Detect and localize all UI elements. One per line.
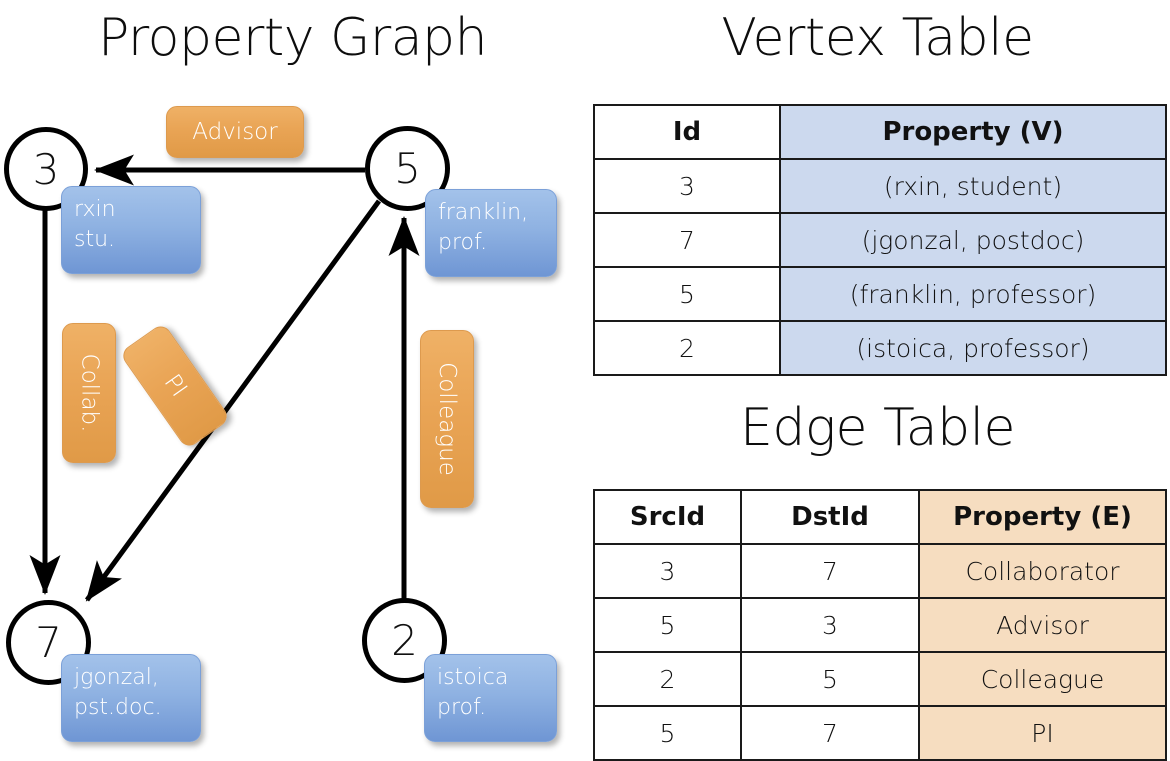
edge-row-2-dst: 5: [740, 651, 920, 707]
edge-row-1-property: Advisor: [918, 597, 1167, 653]
edge-row-2-src: 2: [593, 651, 742, 707]
node-property-box-jgonzal: jgonzal, pst.doc.: [61, 654, 201, 742]
vertex-row-1-id: 7: [593, 212, 781, 268]
vertex-table-header-property: Property (V): [779, 104, 1167, 160]
table-row: 3 (rxin, student): [593, 158, 1167, 214]
graph-node-2[interactable]: 2: [362, 598, 447, 683]
node-property-franklin-line1: franklin,: [438, 200, 529, 225]
node-property-jgonzal-line1: jgonzal,: [74, 665, 159, 690]
table-row: 2 5 Colleague: [593, 651, 1167, 707]
vertex-row-2-property: (franklin, professor): [779, 266, 1167, 322]
node-property-franklin-line2: prof.: [438, 229, 488, 255]
graph-node-3-id: 3: [32, 144, 60, 194]
node-property-jgonzal-line2: pst.doc.: [74, 694, 162, 720]
vertex-table-header-row: Id Property (V): [593, 104, 1167, 160]
edge-5-to-7: [84, 199, 382, 602]
edge-label-colleague-text: Colleague: [434, 362, 460, 476]
table-row: 5 7 PI: [593, 705, 1167, 761]
table-row: 2 (istoica, professor): [593, 320, 1167, 376]
page-title-property-graph: Property Graph: [97, 8, 488, 68]
edge-label-advisor: Advisor: [166, 106, 304, 158]
vertex-row-3-property: (istoica, professor): [779, 320, 1167, 376]
vertex-row-0-property: (rxin, student): [779, 158, 1167, 214]
node-property-box-rxin: rxin stu.: [61, 186, 201, 274]
table-row: 7 (jgonzal, postdoc): [593, 212, 1167, 268]
edge-row-1-src: 5: [593, 597, 742, 653]
node-property-istoica-line1: istoica: [437, 665, 509, 690]
node-property-rxin-line1: rxin: [74, 197, 116, 222]
edge-row-1-dst: 3: [740, 597, 920, 653]
edge-table-header-srcid: SrcId: [593, 489, 742, 545]
page-title-vertex-table: Vertex Table: [721, 8, 1034, 68]
edge-table-header-property: Property (E): [918, 489, 1167, 545]
graph-node-5-id: 5: [394, 144, 421, 193]
vertex-row-0-id: 3: [593, 158, 781, 214]
edge-row-3-property: PI: [918, 705, 1167, 761]
node-property-box-istoica: istoica prof.: [424, 654, 557, 742]
vertex-table: Id Property (V) 3 (rxin, student) 7 (jgo…: [593, 104, 1167, 376]
graph-edges-canvas: [29, 154, 420, 602]
edge-label-collab: Collab.: [62, 323, 116, 463]
edge-label-colleague: Colleague: [420, 330, 474, 508]
edge-row-3-dst: 7: [740, 705, 920, 761]
table-row: 5 3 Advisor: [593, 597, 1167, 653]
table-row: 5 (franklin, professor): [593, 266, 1167, 322]
vertex-row-3-id: 2: [593, 320, 781, 376]
edge-row-0-src: 3: [593, 543, 742, 599]
node-property-box-franklin: franklin, prof.: [425, 189, 557, 277]
page-title-edge-table: Edge Table: [739, 398, 1016, 458]
graph-node-2-id: 2: [391, 616, 418, 665]
vertex-table-header-id: Id: [593, 104, 781, 160]
edge-table-header-row: SrcId DstId Property (E): [593, 489, 1167, 545]
edge-row-2-property: Colleague: [918, 651, 1167, 707]
edge-label-collab-text: Collab.: [76, 353, 103, 433]
edge-row-3-src: 5: [593, 705, 742, 761]
graph-node-5[interactable]: 5: [365, 126, 450, 211]
edge-table: SrcId DstId Property (E) 3 7 Collaborato…: [593, 489, 1167, 761]
edge-label-pi-text: PI: [158, 370, 192, 402]
node-property-istoica-line2: prof.: [437, 694, 487, 720]
graph-node-7-id: 7: [35, 618, 62, 667]
edge-row-0-dst: 7: [740, 543, 920, 599]
table-row: 3 7 Collaborator: [593, 543, 1167, 599]
vertex-row-1-property: (jgonzal, postdoc): [779, 212, 1167, 268]
node-property-rxin-line2: stu.: [74, 226, 116, 252]
edge-row-0-property: Collaborator: [918, 543, 1167, 599]
vertex-row-2-id: 5: [593, 266, 781, 322]
edge-label-advisor-text: Advisor: [192, 119, 278, 145]
edge-table-header-dstid: DstId: [740, 489, 920, 545]
